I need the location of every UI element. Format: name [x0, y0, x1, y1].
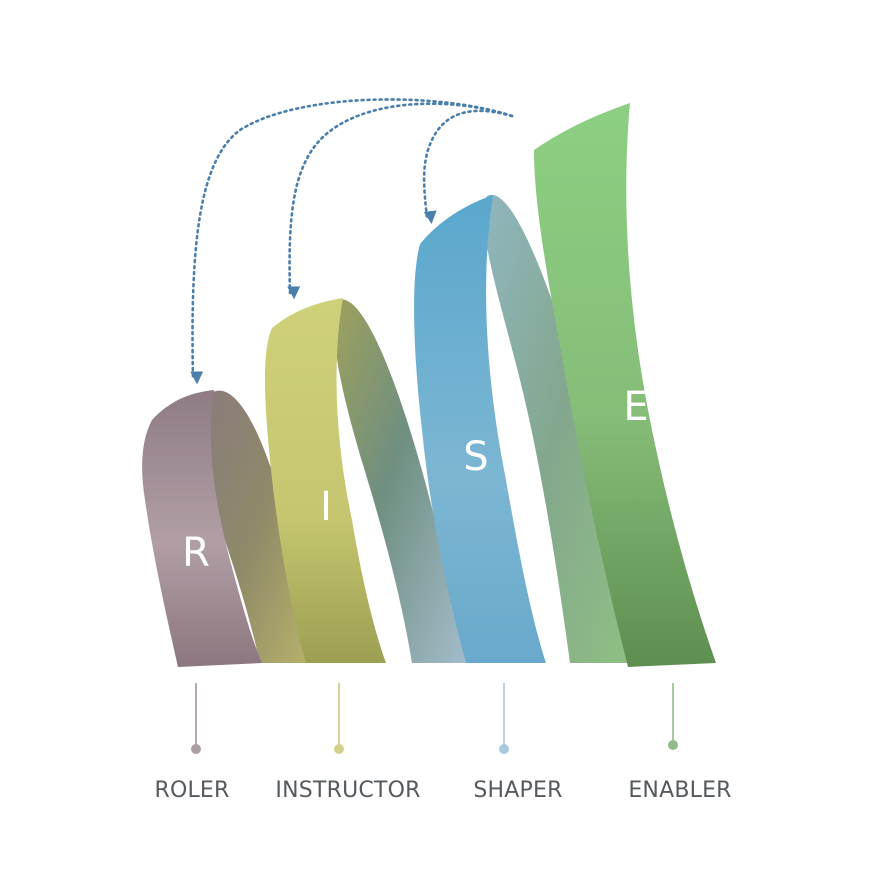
feedback-arrow-to-s [422, 109, 514, 225]
ribbon-s [414, 195, 546, 663]
feedback-arrow-to-r [190, 98, 514, 385]
ribbon-i [265, 298, 386, 663]
label-roler: ROLER [154, 778, 230, 803]
label-enabler: ENABLER [628, 778, 732, 803]
stem-dot-roler [191, 744, 201, 754]
ribbon-twist-r-i [203, 390, 312, 663]
ribbon-letter-e: E [623, 384, 648, 430]
ribbon-letter-i: I [320, 484, 332, 530]
label-shaper: SHAPER [473, 778, 563, 803]
ribbon-e [534, 103, 716, 667]
ribbon-letter-s: S [463, 434, 488, 480]
ribbon-letter-r: R [182, 530, 210, 576]
ribbon-twist-i-s [334, 299, 466, 663]
stem-dot-enabler [668, 740, 678, 750]
stem-dot-instructor [334, 744, 344, 754]
ribbon-r [142, 390, 262, 667]
stem-dot-shaper [499, 744, 509, 754]
ribbon-twist-s-e [483, 194, 628, 664]
feedback-arrow-to-i [287, 102, 514, 300]
label-instructor: INSTRUCTOR [275, 778, 421, 803]
